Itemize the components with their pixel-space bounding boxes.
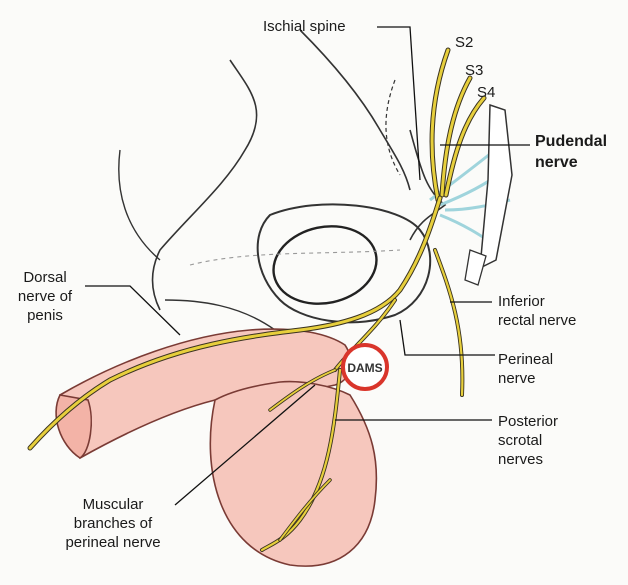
label-dorsal-nerve: Dorsal nerve of penis (7, 268, 83, 325)
scrotum-shape (210, 382, 376, 567)
label-s2: S2 (455, 33, 473, 52)
leader-perineal (400, 320, 495, 355)
label-pudendal-nerve: Pudendal nerve (535, 131, 607, 173)
label-ischial-spine: Ischial spine (263, 17, 346, 36)
svg-text:DAMS: DAMS (347, 361, 382, 375)
vessel-tube-segment (465, 250, 486, 285)
pelvic-bone-outline (153, 60, 257, 310)
ischial-spine-shape (410, 130, 445, 240)
s3-root (442, 78, 470, 195)
thigh-outline (119, 150, 160, 260)
ilium-outline (300, 30, 410, 190)
label-s3: S3 (465, 61, 483, 80)
label-s4: S4 (477, 83, 495, 102)
label-perineal-nerve: Perineal nerve (498, 350, 553, 388)
label-posterior-scrotal: Posterior scrotal nerves (498, 412, 558, 469)
label-muscular-branches: Muscular branches of perineal nerve (48, 495, 178, 552)
s4-root (446, 98, 484, 195)
obturator-foramen (266, 217, 384, 313)
leader-dorsal (85, 286, 180, 335)
vessel-tube (480, 105, 512, 268)
dams-stamp: DAMS (343, 345, 387, 389)
leader-ischial-spine (377, 27, 420, 180)
label-inferior-rectal: Inferior rectal nerve (498, 292, 576, 330)
